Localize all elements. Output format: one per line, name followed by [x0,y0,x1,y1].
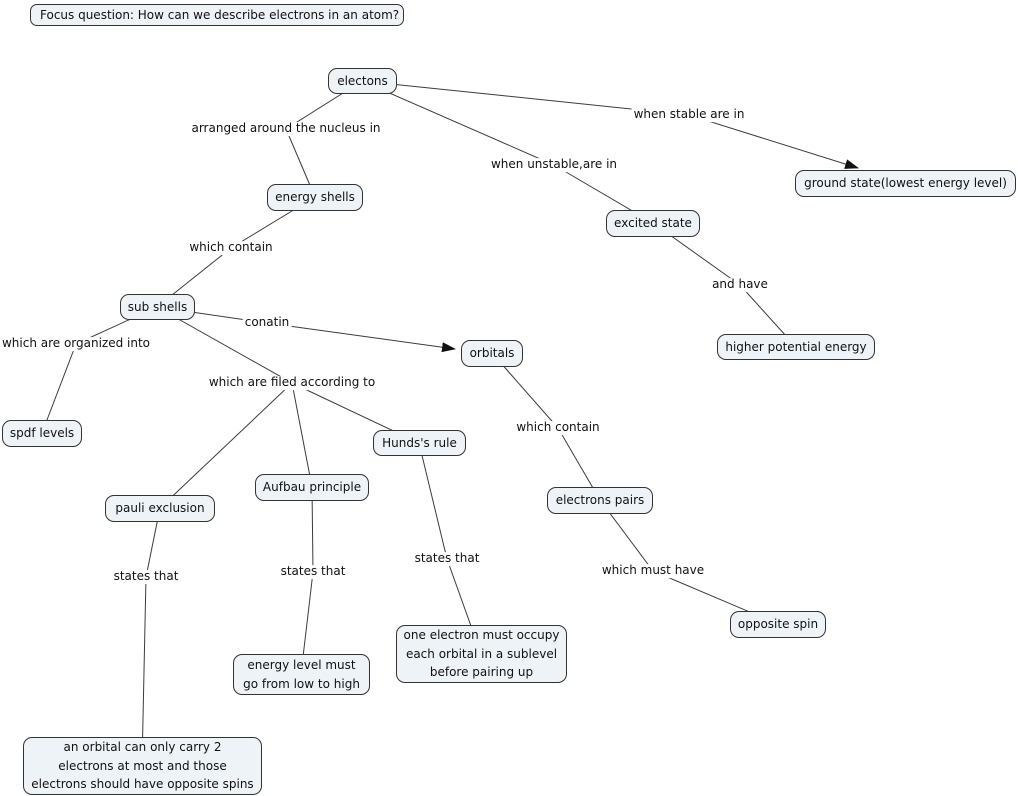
link-label-states-that-hunds[interactable]: states that [412,551,482,566]
concept-node-excited-state[interactable]: excited state [606,210,700,237]
link-label-which-are-filed-according-to[interactable]: which are filed according to [206,375,378,390]
link-label-which-are-organized-into[interactable]: which are organized into [0,336,153,351]
concept-node-focus-question[interactable]: Focus question: How can we describe elec… [30,4,404,26]
concept-node-higher-potential-energy[interactable]: higher potential energy [717,334,875,360]
connector-line [159,382,293,509]
connector-arrow-line [688,114,859,169]
link-label-states-that-pauli[interactable]: states that [111,569,181,584]
concept-node-ground-state[interactable]: ground state(lowest energy level) [795,170,1016,197]
connector-line [311,486,314,573]
link-label-which-contain-shells[interactable]: which contain [187,240,275,255]
concept-node-electons[interactable]: electons [328,68,397,94]
connector-line [361,80,555,166]
concept-node-electrons-pairs[interactable]: electrons pairs [547,487,653,514]
connector-line [141,576,147,767]
concept-node-pauli-exclusion[interactable]: pauli exclusion [105,495,215,522]
link-label-arranged-around-the-nucleus-in[interactable]: arranged around the nucleus in [189,121,383,136]
concept-node-orbital-capacity[interactable]: an orbital can only carry 2 electrons at… [23,737,262,795]
concept-node-opposite-spin[interactable]: opposite spin [730,611,826,638]
link-label-when-stable-are-in[interactable]: when stable are in [631,107,747,122]
link-label-states-that-aufbau[interactable]: states that [278,564,348,579]
concept-node-sub-shells[interactable]: sub shells [120,294,195,320]
concept-node-orbitals[interactable]: orbitals [461,340,523,367]
link-label-which-contain-orbitals[interactable]: which contain [514,420,602,435]
concept-node-spdf-levels[interactable]: spdf levels [2,420,82,447]
link-label-and-have[interactable]: and have [710,277,770,292]
concept-node-aufbau-principle[interactable]: Aufbau principle [255,474,369,501]
concept-node-one-electron-rule[interactable]: one electron must occupy each orbital in… [396,625,567,683]
connector-line [418,442,448,560]
link-label-conatin[interactable]: conatin [242,315,292,330]
concept-node-hunds-rule[interactable]: Hunds's rule [373,430,466,456]
connector-arrow-line [266,322,456,353]
link-label-which-must-have[interactable]: which must have [599,563,707,578]
connector-line [41,343,77,434]
link-label-when-unstable-are-in[interactable]: when unstable,are in [488,157,620,172]
concept-node-energy-shells[interactable]: energy shells [267,184,363,211]
connector-lines [41,80,859,767]
concept-node-energy-level-order[interactable]: energy level must go from low to high [233,654,370,695]
connector-line [291,382,313,488]
